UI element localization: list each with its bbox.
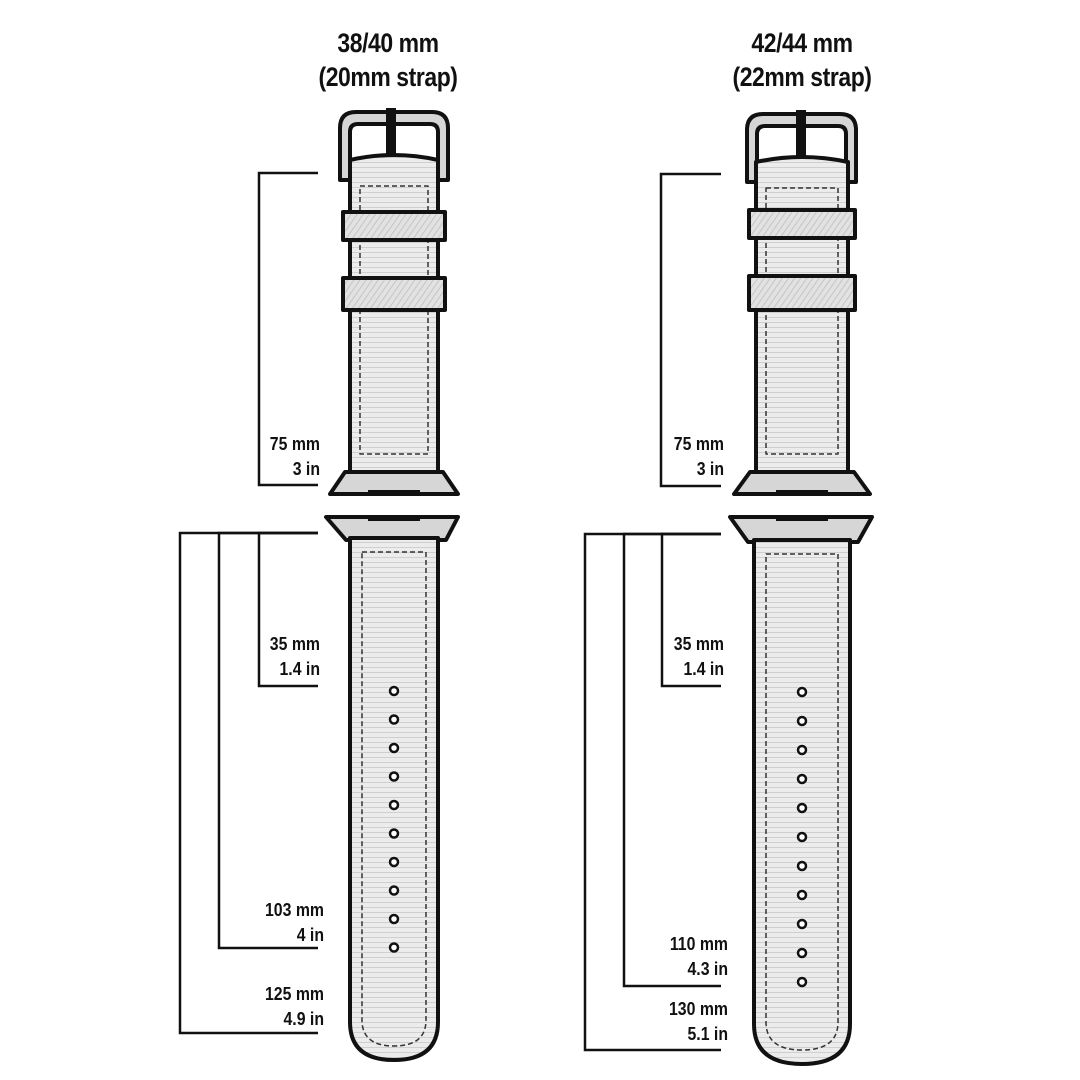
left-last-hole-bracket: [217, 531, 318, 950]
strap-hole: [796, 860, 808, 872]
right-total-mm: 130 mm: [668, 999, 728, 1019]
left-keeper: [341, 276, 447, 312]
left-title-line2: (20mm strap): [318, 62, 458, 92]
right-total-in: 5.1 in: [687, 1024, 728, 1044]
left-bottom-strap: [348, 536, 440, 1062]
left-buckle-length-bracket: [257, 171, 318, 487]
strap-hole: [796, 802, 808, 814]
strap-hole: [388, 771, 400, 782]
strap-hole: [388, 942, 400, 953]
right-total-length-bracket: [583, 532, 721, 1052]
strap-hole: [796, 918, 808, 930]
left-last-mm: 103 mm: [264, 900, 324, 920]
strap-hole: [388, 742, 400, 754]
strap-hole: [388, 828, 400, 839]
strap-hole: [388, 885, 400, 896]
left-size-title: 38/40 mm (20mm strap): [278, 26, 499, 94]
right-bottom-strap: [752, 538, 852, 1066]
left-title-line1: 38/40 mm: [337, 28, 439, 58]
strap-hole: [388, 856, 400, 868]
left-first-hole-label: 35 mm 1.4 in: [250, 632, 320, 682]
left-buckle-mm: 75 mm: [269, 434, 320, 454]
right-top-lug: [732, 470, 872, 496]
strap-hole: [388, 799, 400, 811]
strap-hole: [796, 976, 808, 988]
strap-hole: [796, 715, 808, 727]
strap-hole: [388, 685, 400, 697]
right-buckle-mm: 75 mm: [673, 434, 724, 454]
left-first-in: 1.4 in: [279, 659, 320, 679]
strap-hole: [796, 686, 808, 698]
right-buckle-in: 3 in: [696, 459, 724, 479]
left-buckle-length-label: 75 mm 3 in: [250, 432, 320, 482]
strap-hole: [796, 744, 808, 756]
strap-hole: [388, 714, 400, 725]
strap-hole: [796, 889, 808, 901]
left-total-length-label: 125 mm 4.9 in: [254, 982, 324, 1032]
right-buckle-length-bracket: [659, 172, 721, 488]
right-title-line1: 42/44 mm: [751, 28, 853, 58]
left-keeper: [341, 210, 447, 242]
right-keeper: [747, 208, 857, 240]
right-first-hole-label: 35 mm 1.4 in: [654, 632, 724, 682]
right-last-hole-label: 110 mm 4.3 in: [658, 932, 728, 982]
right-last-mm: 110 mm: [669, 934, 728, 954]
right-buckle-length-label: 75 mm 3 in: [654, 432, 724, 482]
left-last-in: 4 in: [296, 925, 324, 945]
left-top-lug: [328, 470, 460, 496]
strap-hole: [796, 773, 808, 785]
right-size-title: 42/44 mm (22mm strap): [692, 26, 913, 94]
strap-hole: [796, 947, 808, 959]
right-title-line2: (22mm strap): [732, 62, 872, 92]
left-holes: [388, 685, 400, 953]
right-total-length-label: 130 mm 5.1 in: [658, 997, 728, 1047]
left-total-length-bracket: [178, 531, 318, 1035]
left-total-mm: 125 mm: [264, 984, 324, 1004]
strap-hole: [388, 913, 400, 925]
right-last-in: 4.3 in: [687, 959, 728, 979]
strap-hole: [796, 831, 808, 843]
right-first-mm: 35 mm: [673, 634, 724, 654]
left-strap: [324, 108, 460, 1062]
right-first-in: 1.4 in: [683, 659, 724, 679]
right-strap: [728, 110, 874, 1066]
right-top-strap: [754, 155, 850, 480]
right-last-hole-bracket: [622, 532, 721, 988]
left-buckle-in: 3 in: [292, 459, 320, 479]
left-last-hole-label: 103 mm 4 in: [254, 898, 324, 948]
left-total-in: 4.9 in: [283, 1009, 324, 1029]
right-holes: [796, 686, 808, 988]
left-first-mm: 35 mm: [269, 634, 320, 654]
left-top-strap: [348, 153, 440, 480]
right-keeper: [747, 274, 857, 312]
